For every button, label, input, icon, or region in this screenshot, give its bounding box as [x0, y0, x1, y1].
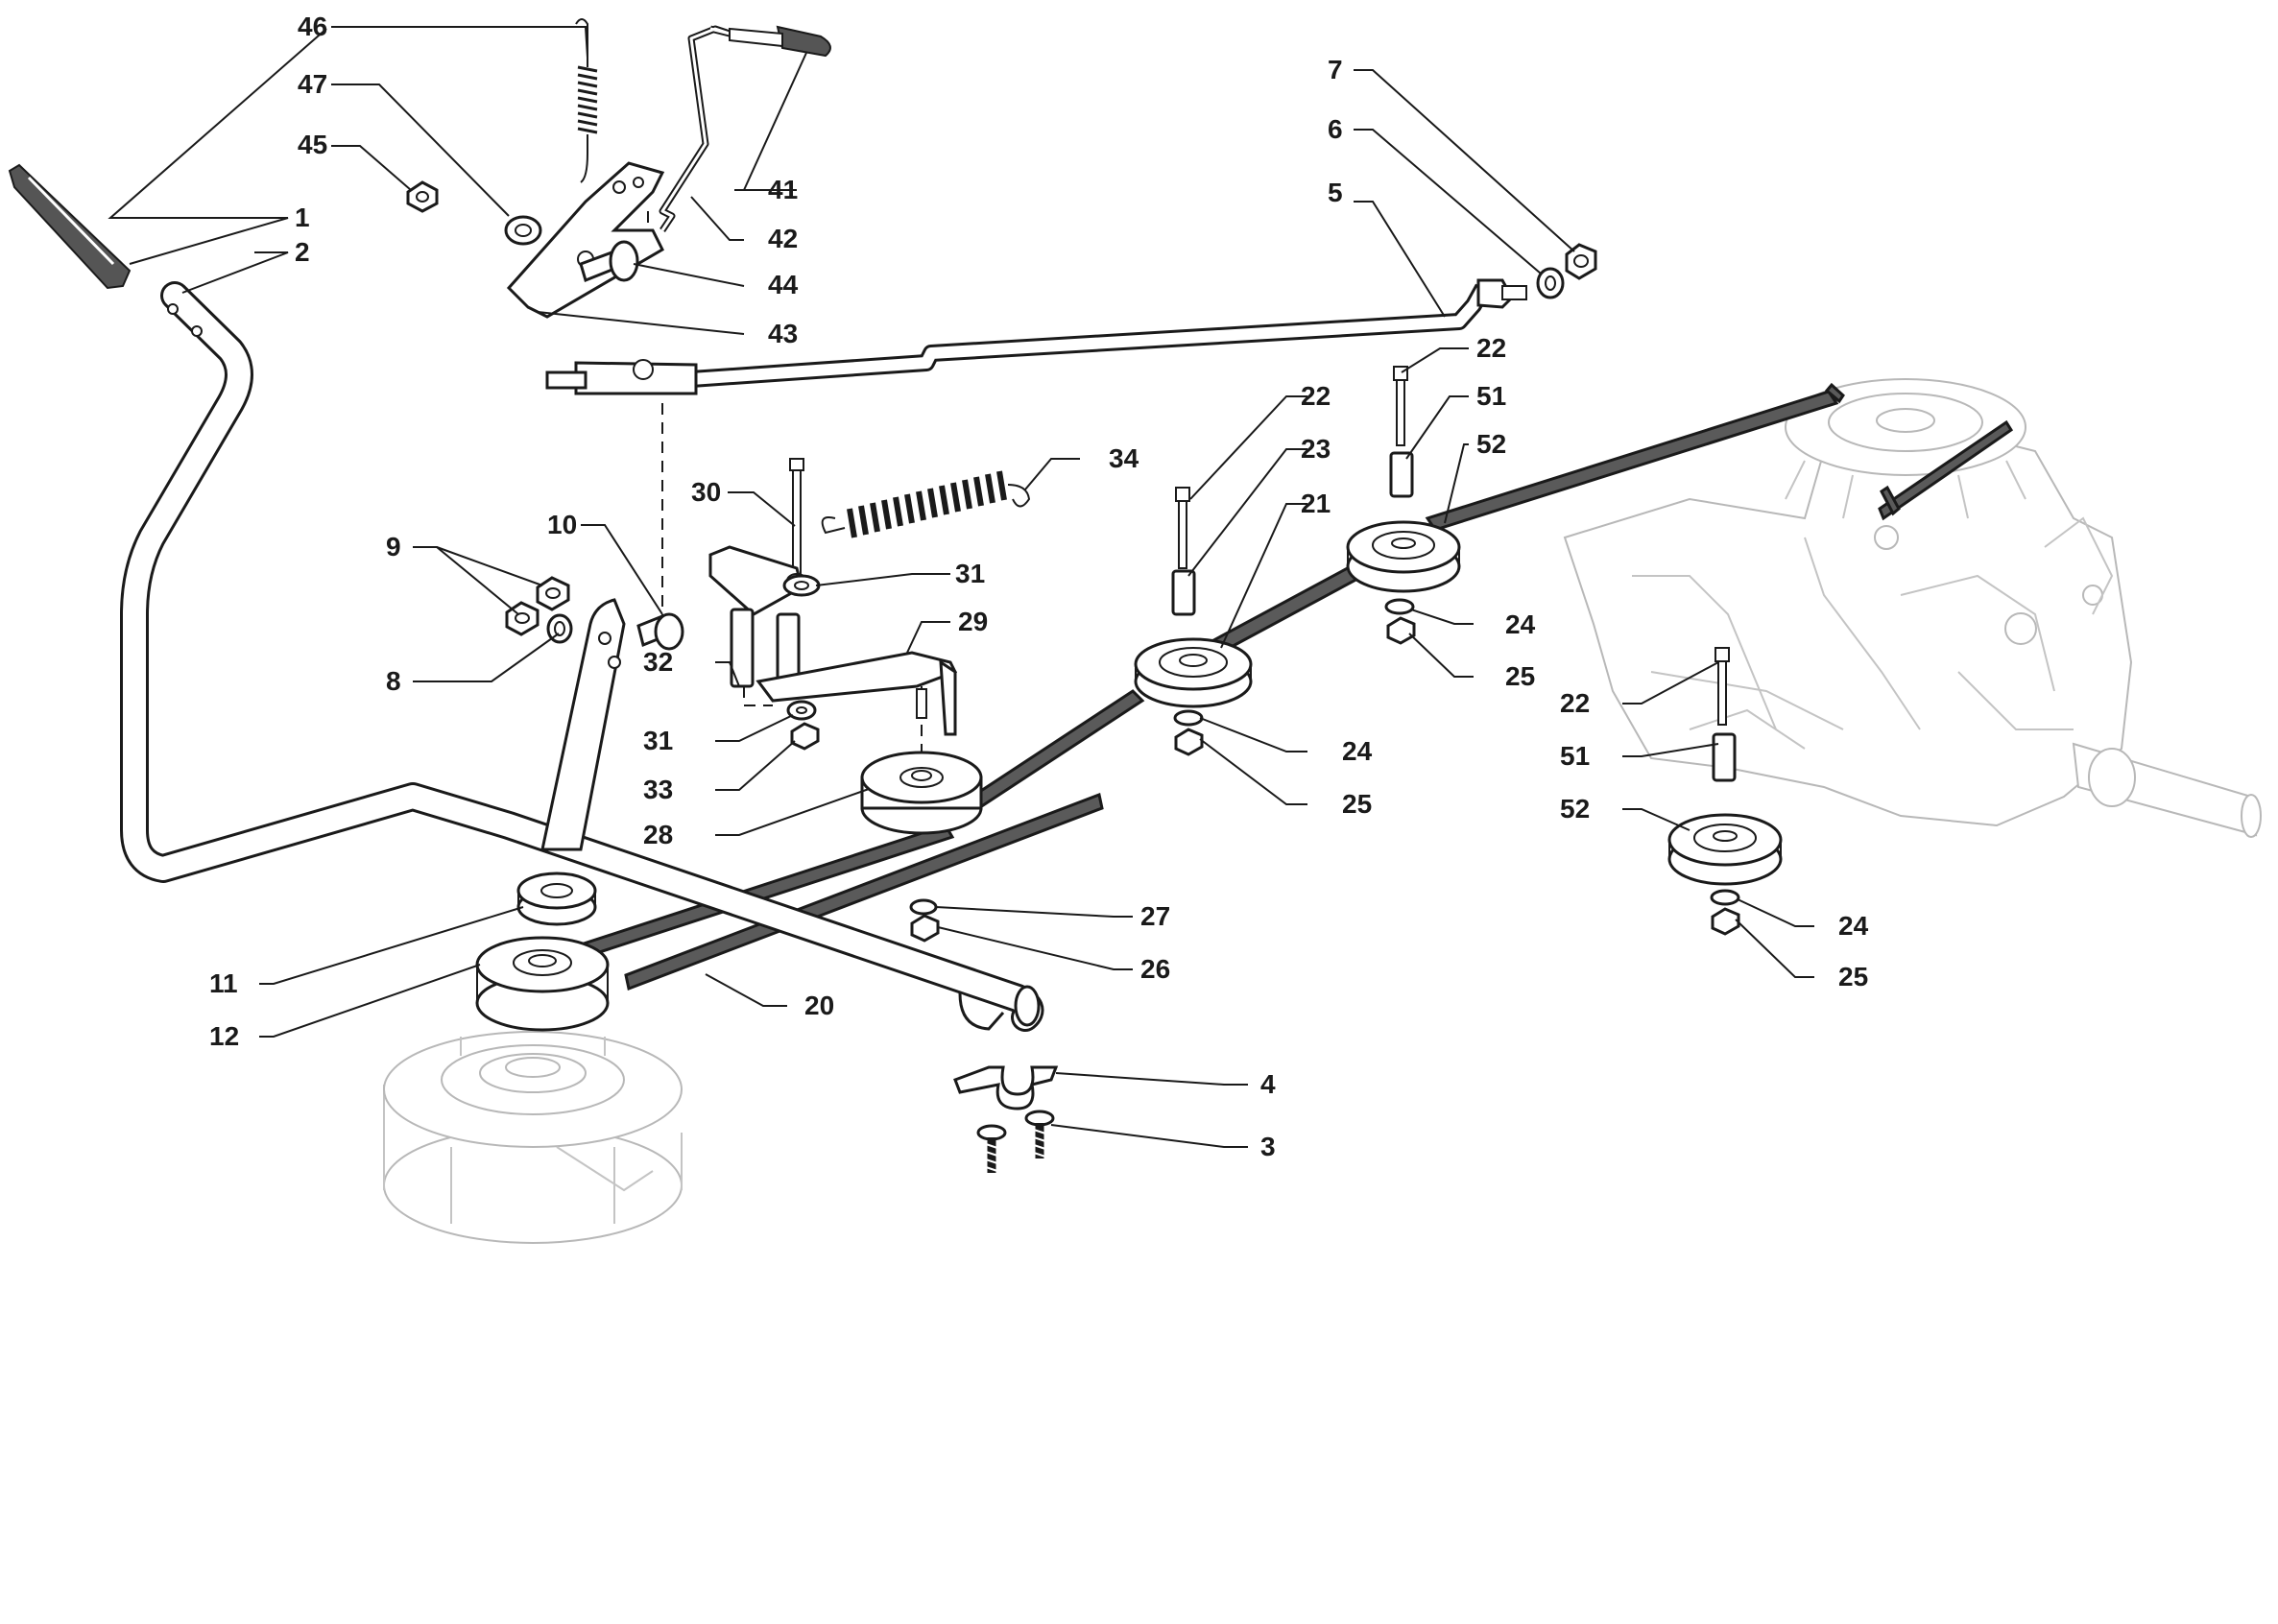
callout-29: 29	[958, 607, 988, 636]
nut-9	[505, 576, 570, 636]
callout-30: 30	[691, 477, 721, 507]
callout-24-bottom: 24	[1838, 911, 1869, 941]
pulley-21	[1134, 637, 1253, 708]
callout-27: 27	[1140, 901, 1170, 931]
callout-22-middle: 22	[1301, 381, 1331, 411]
callout-4: 4	[1260, 1069, 1276, 1099]
callout-9: 9	[386, 532, 401, 561]
callout-26: 26	[1140, 954, 1170, 984]
callout-45: 45	[298, 130, 327, 159]
knob-44	[579, 240, 639, 283]
ghost-clutch-assembly	[383, 1031, 683, 1244]
callout-25-top: 25	[1505, 661, 1535, 691]
washer-31-bottom	[786, 700, 817, 721]
callout-33: 33	[643, 775, 673, 804]
callout-25-bottom: 25	[1838, 962, 1868, 991]
control-rod	[545, 278, 1527, 395]
callout-labels: 46 47 45 1 2 41 42 44 43 7 6 5 22 51 52 …	[209, 12, 1869, 1161]
washer-27	[909, 898, 938, 916]
spacer-11	[516, 872, 597, 926]
callout-11: 11	[209, 968, 238, 998]
callout-21: 21	[1301, 489, 1331, 518]
callout-51-top: 51	[1476, 381, 1506, 411]
bolt-22-middle	[1175, 487, 1190, 569]
arm-29	[755, 651, 958, 736]
callout-12: 12	[209, 1021, 239, 1051]
callout-7: 7	[1328, 55, 1343, 84]
nut-25-middle	[1174, 728, 1204, 756]
callout-10: 10	[547, 510, 577, 539]
callout-47: 47	[298, 69, 327, 99]
callout-8: 8	[386, 666, 401, 696]
callout-46: 46	[298, 12, 327, 41]
ghost-transmission-assembly	[1563, 378, 2262, 838]
spacer-23	[1171, 569, 1196, 616]
callout-43: 43	[768, 319, 798, 348]
nut-33	[790, 722, 820, 751]
callout-3: 3	[1260, 1132, 1276, 1161]
spacer-51-top	[1389, 451, 1414, 498]
bolt-30	[789, 458, 804, 577]
pedal-pad	[8, 163, 132, 290]
washer-24-bottom	[1710, 889, 1740, 906]
nut-45	[406, 180, 439, 213]
pulley-12	[475, 936, 610, 1032]
handle-41	[729, 25, 831, 58]
callout-2: 2	[295, 237, 310, 267]
rod-42	[647, 25, 733, 232]
bushing-32	[730, 608, 801, 688]
callout-28: 28	[643, 820, 673, 849]
callout-32: 32	[643, 647, 673, 677]
spring-46	[575, 18, 598, 183]
washer-24-top	[1384, 598, 1415, 615]
leader-lines-set	[129, 26, 1814, 1148]
callout-31-bottom: 31	[643, 726, 673, 755]
callout-24-middle: 24	[1342, 736, 1373, 766]
leader-lines	[108, 28, 327, 219]
nut-25-top	[1386, 616, 1416, 645]
callout-34: 34	[1109, 443, 1139, 473]
callout-52-bottom: 52	[1560, 794, 1590, 824]
pedal-lever-shaft	[120, 281, 1044, 1032]
callout-20: 20	[804, 991, 834, 1020]
bolt-22-bottom	[1714, 647, 1730, 726]
lever-arm	[540, 598, 626, 851]
callout-22-top: 22	[1476, 333, 1506, 363]
callout-24-top: 24	[1505, 609, 1536, 639]
bolt-22-top	[1393, 366, 1408, 446]
callout-44: 44	[768, 270, 799, 299]
callout-25-middle: 25	[1342, 789, 1372, 819]
washer-6	[1536, 267, 1565, 299]
callout-5: 5	[1328, 178, 1343, 207]
callout-6: 6	[1328, 114, 1343, 144]
bracket-4	[953, 1065, 1059, 1111]
callout-1: 1	[295, 203, 310, 232]
washer-24-middle	[1173, 709, 1204, 727]
spring-34	[821, 470, 1031, 538]
washer-47	[504, 215, 542, 246]
spacer-51-bottom	[1712, 732, 1737, 782]
callout-22-bottom: 22	[1560, 688, 1590, 718]
pulley-28	[860, 751, 983, 835]
callout-52-top: 52	[1476, 429, 1506, 459]
pulley-52-bottom	[1667, 813, 1783, 886]
callout-31-top: 31	[955, 559, 985, 588]
callout-41: 41	[768, 175, 798, 204]
nut-7	[1565, 243, 1597, 280]
callout-23: 23	[1301, 434, 1331, 464]
callout-51-bottom: 51	[1560, 741, 1590, 771]
pulley-52-top	[1346, 520, 1461, 593]
washer-31-top	[782, 574, 821, 597]
nut-26	[910, 914, 940, 943]
callout-42: 42	[768, 224, 798, 253]
pin-10	[636, 612, 684, 651]
nut-25-bottom	[1711, 907, 1740, 936]
screw-3	[976, 1110, 1055, 1173]
washer-8	[546, 613, 573, 644]
